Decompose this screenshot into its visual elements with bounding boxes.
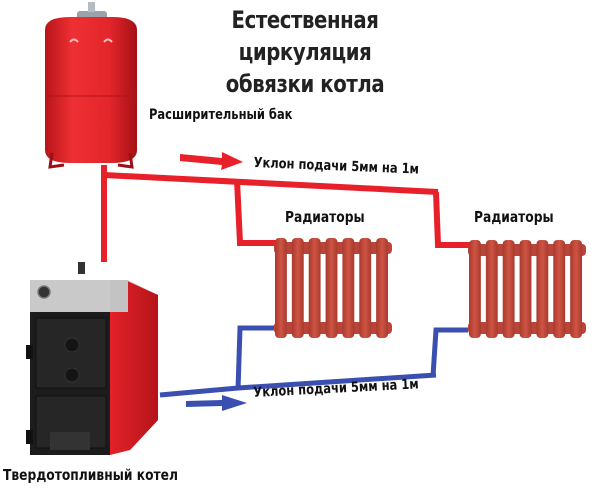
boiler-label: Твердотопливный котел bbox=[3, 466, 178, 484]
radiators-label-1: Радиаторы bbox=[285, 208, 365, 226]
radiator-section bbox=[325, 238, 338, 338]
radiators-label-2: Радиаторы bbox=[474, 208, 554, 226]
radiator-1 bbox=[274, 238, 392, 338]
radiator-section bbox=[376, 238, 388, 338]
expansion-tank-label: Расширительный бак bbox=[149, 107, 293, 123]
radiator-section bbox=[359, 238, 372, 338]
radiator-section bbox=[502, 240, 515, 338]
radiator-section bbox=[275, 238, 287, 338]
diagram-title: Естественная циркуляция обвязки котла bbox=[170, 4, 441, 100]
radiator-section bbox=[485, 240, 498, 338]
radiator-section bbox=[553, 240, 566, 338]
radiator-2 bbox=[468, 240, 586, 338]
radiator-section bbox=[469, 240, 481, 338]
radiator-section bbox=[342, 238, 355, 338]
radiator-section bbox=[519, 240, 532, 338]
radiator-section bbox=[570, 240, 582, 338]
radiator-section bbox=[536, 240, 549, 338]
title-line-1: Естественная циркуляция bbox=[231, 6, 379, 66]
supply-pipe bbox=[101, 165, 470, 262]
expansion-tank bbox=[45, 2, 137, 169]
return-pipe bbox=[159, 325, 468, 398]
arrow-right-icon-top bbox=[180, 152, 243, 170]
radiator-section bbox=[291, 238, 304, 338]
radiator-section bbox=[308, 238, 321, 338]
solid-fuel-boiler bbox=[26, 262, 158, 455]
title-line-2: обвязки котла bbox=[225, 70, 385, 98]
arrow-right-icon-bottom bbox=[186, 395, 247, 411]
